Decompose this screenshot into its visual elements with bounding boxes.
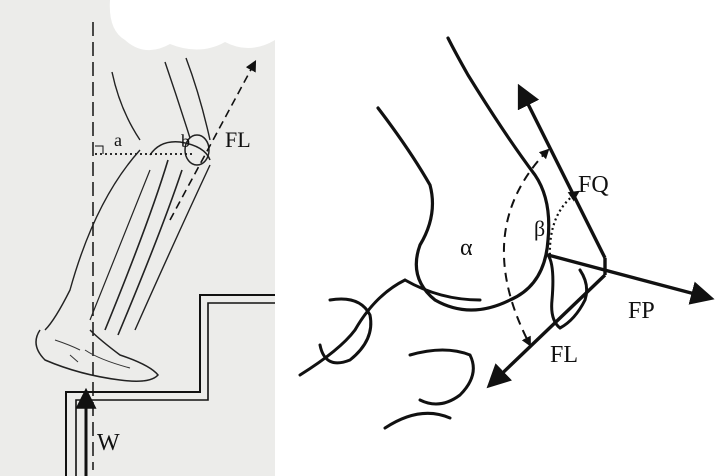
thigh-outline-front: [185, 57, 211, 141]
fl-force-arrow: [486, 273, 607, 389]
meniscus-lobe: [318, 297, 373, 365]
stair-step-outline: [65, 294, 275, 476]
shin-outline-front: [134, 164, 211, 331]
label-fl-right: FL: [550, 342, 578, 368]
tibia-plateau: [298, 278, 482, 377]
label-alpha: α: [460, 235, 473, 261]
fl-dashed-arrow: [169, 60, 257, 221]
label-a: a: [114, 130, 122, 150]
foot-outline: [35, 329, 159, 382]
alpha-arc: [502, 148, 550, 347]
left-panel: a b FL W: [0, 0, 275, 476]
right-panel: α β FQ FP FL: [298, 36, 715, 430]
calf-outline-back: [44, 149, 141, 331]
fq-force-arrow: [517, 83, 607, 259]
left-panel-paper: [0, 0, 275, 476]
label-fq: FQ: [578, 172, 609, 198]
thigh-outline-back: [111, 71, 141, 141]
label-beta: β: [534, 216, 545, 241]
patella-outline: [546, 253, 589, 330]
label-b: b: [181, 131, 190, 151]
knee-joint: [149, 141, 211, 161]
paper-blotch: [109, 0, 275, 51]
beta-arc: [548, 190, 580, 259]
tibia-shaft: [383, 411, 452, 430]
fibula: [89, 169, 151, 321]
femur-outline: [376, 36, 551, 312]
label-fp: FP: [628, 298, 655, 324]
tibia-lobe: [408, 348, 475, 406]
right-angle-marker: [95, 145, 104, 154]
stair-step-inner: [75, 302, 275, 476]
tibia-front: [104, 159, 169, 331]
foot-bones: [54, 339, 131, 369]
thigh-outline-mid: [164, 61, 191, 139]
label-w: W: [97, 430, 120, 456]
patella: [184, 134, 210, 166]
tibia-back: [117, 169, 183, 336]
label-fl-left: FL: [225, 127, 251, 152]
fp-force-arrow: [547, 253, 715, 305]
